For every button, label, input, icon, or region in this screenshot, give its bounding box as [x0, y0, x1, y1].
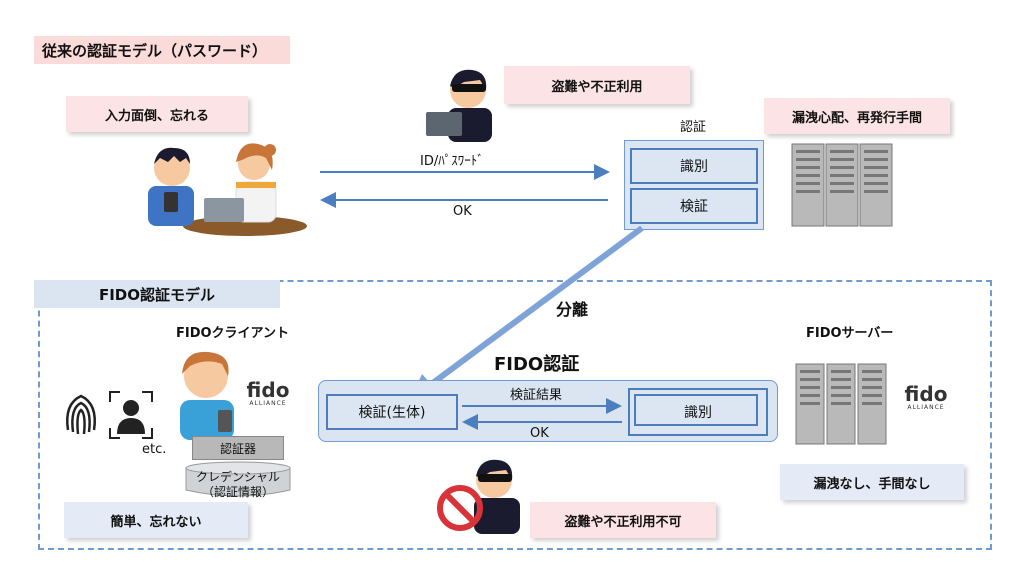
credential-line2: （認証情報） [201, 485, 274, 499]
fido-server-icon [795, 363, 887, 445]
fido-center-title: FIDO認証 [494, 354, 580, 375]
fido-server-label: FIDOサーバー [806, 326, 894, 341]
user-issue-label: 入力面倒、忘れる [66, 96, 248, 132]
fido-server-logo: fido ALLIANCE [900, 384, 952, 411]
client-person-illustration [180, 351, 234, 440]
fido-title: FIDO認証モデル [34, 280, 280, 308]
credential-line1: クレデンシャル [196, 470, 281, 484]
fido-verify-bio-box: 検証(生体) [326, 394, 458, 430]
fido-dashed-border [38, 280, 992, 550]
server-issue-label: 漏洩心配、再発行手間 [764, 98, 950, 134]
server-icon [791, 143, 893, 227]
users-illustration [148, 143, 307, 236]
fido-arrows [462, 398, 622, 430]
fido-server-logo-subtext: ALLIANCE [907, 404, 945, 411]
attacker-issue-label: 盗難や不正利用 [504, 66, 690, 104]
fido-logo-text: fido [246, 378, 290, 402]
fido-server-logo-text: fido [904, 382, 948, 406]
blocked-attacker-icon [437, 459, 520, 534]
server-benefit-label: 漏洩なし、手間なし [780, 464, 964, 500]
legacy-title: 従来の認証モデル（パスワード） [34, 36, 290, 64]
authenticator-box: 認証器 [192, 436, 284, 460]
arrow-response-label: OK [453, 204, 472, 219]
legacy-identify-box: 識別 [630, 148, 758, 184]
fido-client-label: FIDOクライアント [176, 326, 290, 341]
auth-group-label: 認証 [680, 120, 707, 135]
arrow-ok-label: OK [530, 426, 549, 441]
attacker-icon [426, 69, 492, 142]
legacy-arrows [320, 164, 610, 208]
legacy-verify-box: 検証 [630, 188, 758, 224]
fido-identify-box: 識別 [628, 388, 768, 436]
attacker-benefit-label: 盗難や不正利用不可 [530, 502, 716, 538]
credential-cylinder [185, 461, 291, 497]
arrow-result-label: 検証結果 [510, 388, 563, 403]
arrow-request-label: ID/ﾊﾟｽﾜｰﾄﾞ [420, 154, 484, 169]
user-benefit-label: 簡単、忘れない [64, 502, 248, 538]
face-id-icon [109, 391, 153, 439]
fingerprint-icon [66, 394, 96, 435]
fido-logo-subtext: ALLIANCE [249, 400, 287, 407]
etc-label: etc. [142, 442, 167, 457]
separation-label: 分離 [556, 300, 589, 319]
fido-logo: fido ALLIANCE [244, 380, 292, 407]
